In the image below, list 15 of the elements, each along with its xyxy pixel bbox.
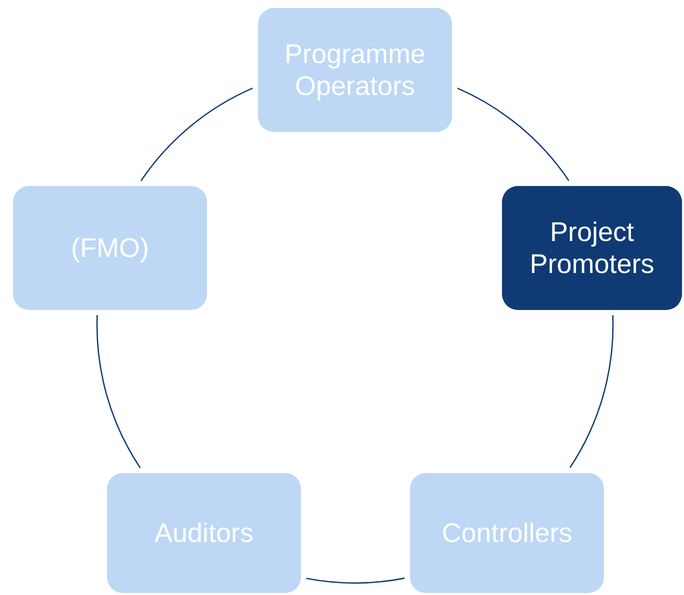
role-label: Project Promoters (528, 216, 656, 280)
role-box (13, 186, 207, 310)
role-label: Auditors (154, 516, 254, 550)
connector-arc (457, 88, 570, 181)
role-box (258, 8, 452, 132)
connector-arc (306, 578, 405, 584)
connector-arc (569, 315, 614, 468)
role-label: Controllers (442, 516, 572, 550)
role-box (502, 186, 682, 310)
role-label: Programme Operators (283, 38, 427, 102)
connector-arc (96, 315, 141, 468)
role-box (410, 473, 604, 593)
role-label: (FMO) (71, 232, 149, 264)
role-box (107, 473, 301, 593)
connector-arc (140, 88, 253, 182)
